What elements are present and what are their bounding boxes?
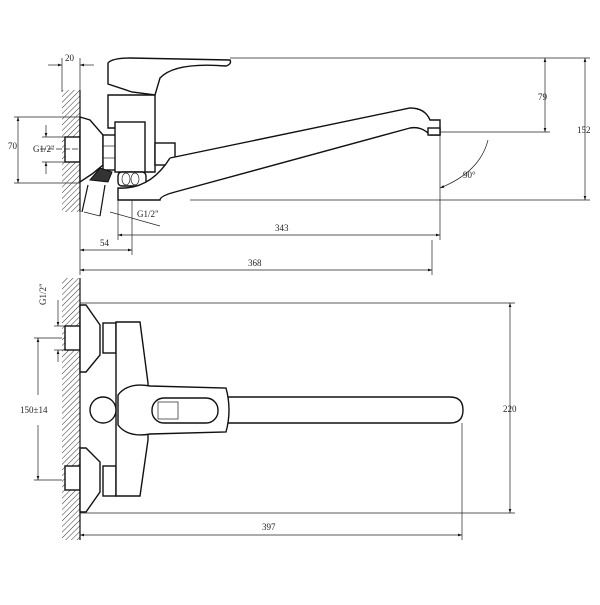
- spout: [117, 107, 441, 201]
- thread-outlet-label: G1/2": [137, 209, 159, 219]
- dim-152-label: 152: [577, 125, 591, 135]
- dim-escutcheon-label: 70: [8, 141, 18, 151]
- spout-top: [224, 396, 464, 424]
- dim-220-label: 220: [503, 404, 517, 414]
- lever-handle: [107, 57, 232, 96]
- dim-79-label: 79: [538, 92, 548, 102]
- dim-150-label: 150±14: [20, 405, 48, 415]
- dim-wall-label: 20: [65, 53, 75, 63]
- dim-397-label: 397: [262, 522, 276, 532]
- thread-inlet-label: G1/2": [33, 144, 55, 154]
- inlet-nipple: [64, 136, 81, 163]
- wall-hatch-bottom: [62, 278, 80, 540]
- thread-inlet-top-label: G1/2": [38, 283, 48, 305]
- dim-54-label: 54: [100, 238, 110, 248]
- dim-343-label: 343: [275, 223, 289, 233]
- top-view: 220 397 150±14 G1/2": [20, 278, 517, 540]
- dim-368-label: 368: [248, 258, 262, 268]
- side-view: 20 70 G1/2" G1/2" 79 152 90° 343 54 368: [8, 53, 591, 275]
- angle-label: 90°: [463, 170, 476, 180]
